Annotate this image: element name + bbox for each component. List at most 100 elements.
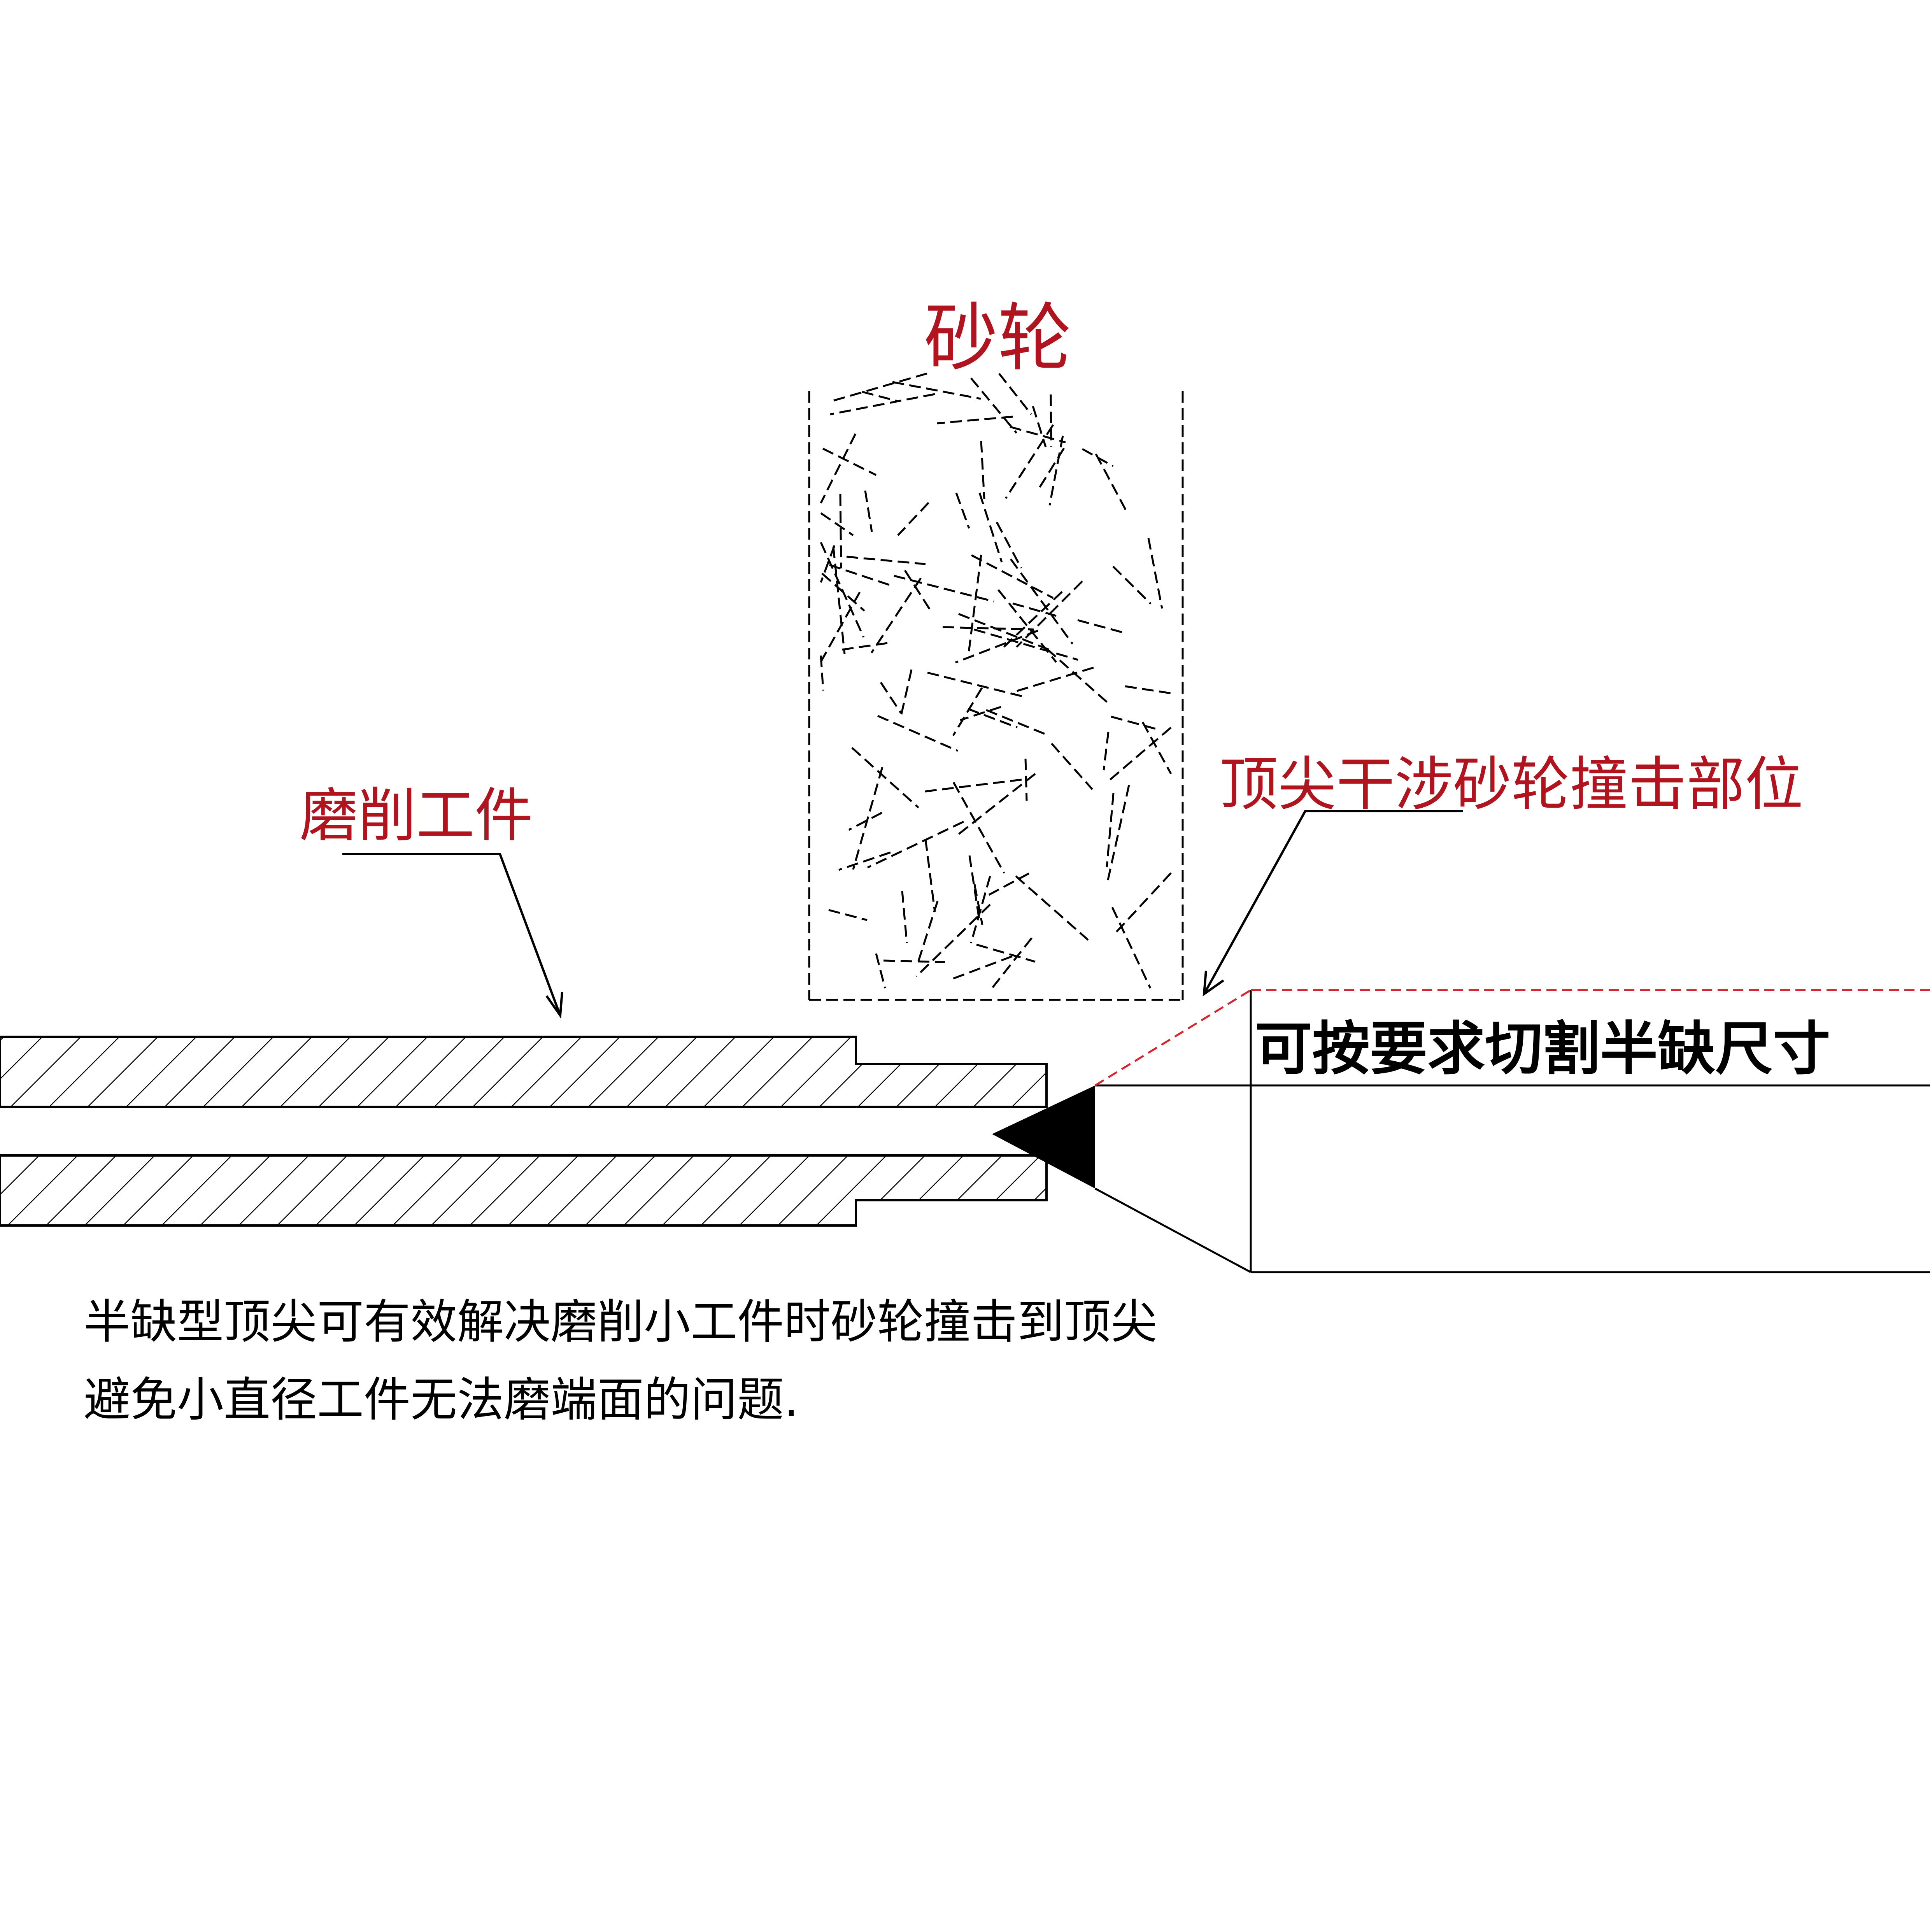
wheel-grain — [820, 591, 861, 663]
wheel-grain — [968, 708, 1018, 729]
workpiece-upper-wall — [0, 1036, 1048, 1108]
wheel-grain — [967, 554, 982, 656]
wheel-grain — [1116, 872, 1172, 933]
wheel-grain — [924, 839, 936, 912]
wheel-grain — [883, 959, 945, 963]
wheel-grain — [991, 937, 1032, 989]
wheel-grain — [904, 570, 931, 611]
wheel-grain — [1147, 538, 1163, 609]
wheel-grain — [1051, 743, 1093, 790]
workpiece-leader-arrow — [342, 853, 563, 1019]
wheel-grain — [880, 682, 902, 714]
grinding-wheel-label: 砂轮 — [924, 295, 1072, 381]
interference-label: 顶尖干涉砂轮撞击部位 — [1220, 751, 1804, 819]
wheel-grain — [1038, 447, 1065, 489]
wheel-grain — [1141, 721, 1172, 775]
wheel-grain — [829, 564, 892, 587]
wheel-grain — [960, 706, 1001, 721]
wheel-grain — [927, 671, 1025, 698]
wheel-grain — [864, 490, 873, 532]
wheel-grain — [986, 709, 1046, 735]
wheel-grain — [955, 629, 1038, 664]
wheel-grain — [867, 820, 964, 869]
wheel-grain — [848, 812, 883, 831]
cut-size-note: 可按要求切割半缺尺寸 — [1255, 1015, 1830, 1082]
description-line-1: 半缺型顶尖可有效解决磨削小工件时砂轮撞击到顶尖 — [84, 1295, 1157, 1349]
wheel-grain — [1106, 793, 1115, 868]
wheel-grain — [974, 628, 1078, 661]
wheel-grain — [996, 521, 1022, 569]
wheel-grain — [1077, 619, 1127, 635]
wheel-grain — [1125, 685, 1171, 694]
wheel-grain — [838, 642, 888, 651]
wheel-grain — [968, 855, 981, 922]
wheel-grain — [971, 554, 1054, 599]
wheel-grain — [1111, 906, 1152, 989]
wheel-grain — [978, 493, 1003, 563]
removed-cone-outline — [1094, 989, 1252, 1087]
wheel-grain — [973, 884, 983, 925]
wheel-grain — [922, 778, 1022, 793]
wheel-grain — [988, 872, 1030, 896]
half-cut-center — [992, 989, 1930, 1273]
wheel-grain — [955, 493, 970, 529]
wheel-grain — [877, 715, 959, 752]
wheel-grain — [899, 669, 913, 720]
wheel-grain — [980, 440, 985, 499]
wheel-grain — [852, 767, 883, 870]
wheel-grain — [952, 687, 983, 736]
wheel-grain — [875, 953, 886, 989]
wheel-grain — [1048, 435, 1064, 506]
wheel-grain — [820, 433, 857, 504]
wheel-grain — [952, 782, 1005, 874]
wheel-grain — [892, 381, 981, 400]
wheel-grain — [870, 577, 922, 654]
center-cone-lower-edge — [1094, 1187, 1252, 1273]
wheel-grain — [1004, 424, 1054, 499]
workpiece — [0, 1036, 1048, 1227]
wheel-grain — [839, 494, 842, 569]
wheel-grain — [820, 655, 824, 691]
wheel-grain — [828, 909, 868, 921]
wheel-grain — [820, 512, 854, 536]
wheel-grain — [1095, 453, 1128, 513]
wheel-grain — [1112, 566, 1152, 605]
wheel-grain — [838, 851, 891, 871]
wheel-grain — [832, 546, 846, 654]
wheel-grain — [830, 393, 935, 416]
wheel-grain — [970, 876, 991, 943]
wheel-grain — [1011, 666, 1094, 694]
wheel-grain-texture — [820, 372, 1172, 989]
wheel-grain — [1111, 715, 1157, 730]
wheel-grain — [897, 502, 929, 536]
wheel-grain — [970, 377, 1017, 434]
wheel-grain — [1015, 875, 1089, 941]
grinding-wheel — [808, 372, 1184, 1001]
wheel-grain — [1012, 602, 1057, 617]
wheel-grain — [901, 891, 908, 943]
wheel-grain — [950, 955, 1013, 981]
wheel-grain — [937, 416, 1013, 424]
wheel-grain — [822, 447, 877, 476]
wheel-grain — [1001, 591, 1063, 650]
wheel-grain — [851, 747, 919, 808]
wheel-grain — [1103, 731, 1110, 771]
wheel-grain — [1016, 580, 1083, 648]
wheel-grain — [1010, 558, 1074, 645]
wheel-grain — [846, 556, 926, 565]
wheel-grain — [998, 373, 1032, 415]
wheel-grain — [862, 391, 898, 402]
wheel-grain — [915, 904, 991, 977]
interference-leader-arrow — [1203, 810, 1463, 997]
description-line-2: 避免小直径工件无法磨端面的问题. — [84, 1373, 799, 1427]
wheel-grain — [1108, 727, 1172, 782]
wheel-grain — [820, 545, 836, 583]
wheel-grain — [1024, 758, 1028, 801]
wheel-grain — [1046, 648, 1109, 704]
wheel-grain — [976, 943, 1036, 963]
wheel-grain — [1010, 426, 1066, 444]
center-tip-contact — [992, 1085, 1095, 1189]
workpiece-label: 磨削工件 — [300, 782, 533, 850]
